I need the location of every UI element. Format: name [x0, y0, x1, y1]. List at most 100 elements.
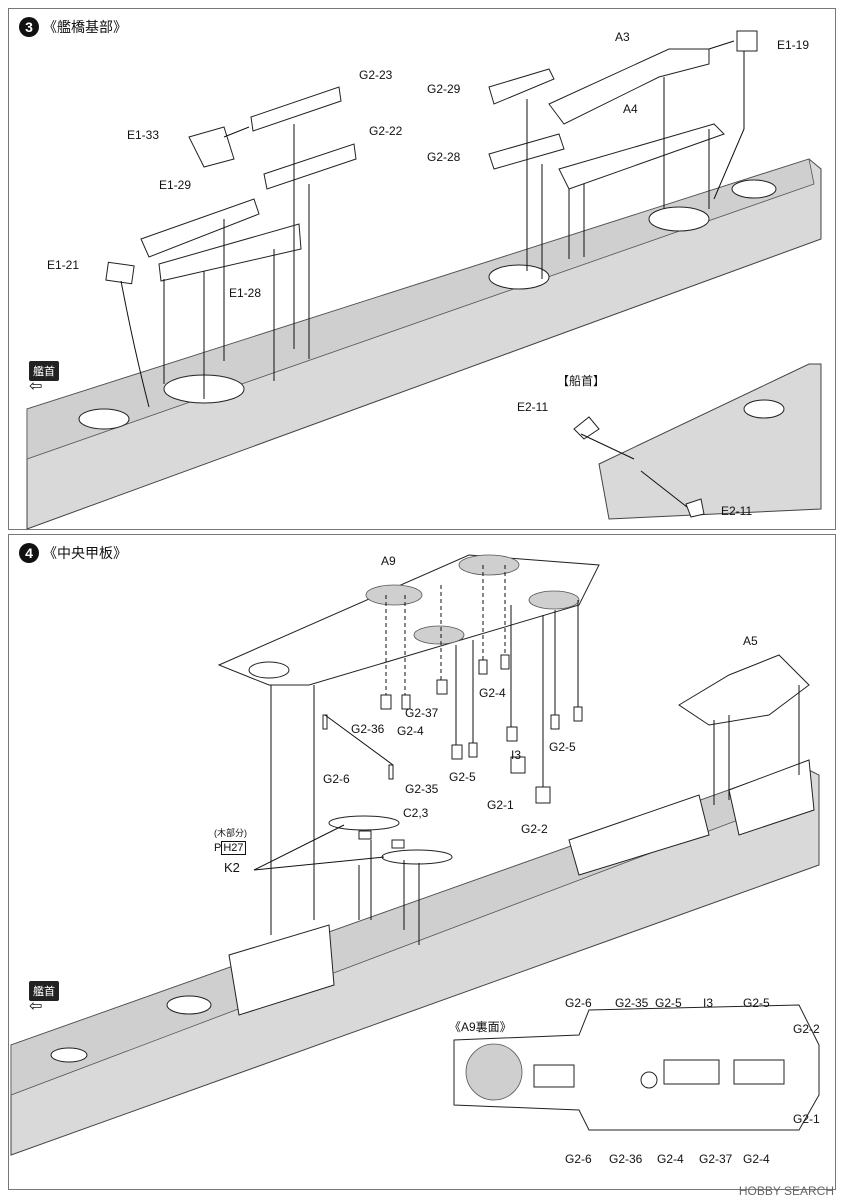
leader-k2-boat-1	[253, 824, 345, 871]
a9-underside-inset	[453, 1004, 820, 1131]
label-g2-23: G2-23	[359, 68, 393, 82]
label-e2-11-top: E2-11	[517, 400, 549, 414]
inset-label-top-0: G2-6	[565, 996, 592, 1010]
label-g2-4a: G2-4	[397, 724, 424, 738]
bridge-base-opening-2	[488, 264, 550, 290]
label-k2: K2	[224, 860, 240, 875]
inset-label-top-1: G2-35	[615, 996, 649, 1010]
inset-round-1	[465, 1043, 523, 1101]
step-4-drawing	[10, 554, 820, 1156]
part-g2-36	[380, 694, 392, 710]
a9-round-4	[528, 590, 580, 610]
inset-rect-1	[533, 1064, 575, 1088]
part-a3	[548, 48, 710, 125]
label-g2-5a: G2-5	[549, 740, 576, 754]
part-e1-21	[105, 261, 135, 285]
deck-superstructure-base	[228, 924, 335, 1016]
arrow-g2-6	[324, 714, 394, 766]
part-g2-2	[535, 786, 551, 804]
label-g2-22: G2-22	[369, 124, 403, 138]
part-c2-3-a	[358, 830, 372, 840]
part-a9-deck-plate	[217, 554, 600, 686]
inset-label-bottom-1: G2-36	[609, 1152, 643, 1166]
inset-label-top-2: G2-5	[655, 996, 682, 1010]
watermark: HOBBY SEARCH	[738, 1184, 834, 1198]
label-e1-29: E1-29	[159, 178, 192, 192]
part-g2-22	[263, 143, 357, 190]
step-4-panel: 4 《中央甲板》 艦首 ⇦ A9 A5 G2-36 G2-37 G2-4 G2-…	[8, 534, 836, 1190]
a9-round-1	[365, 584, 423, 606]
part-a5	[678, 654, 810, 726]
step-4-title: 4 《中央甲板》	[19, 543, 127, 563]
label-a3: A3	[615, 30, 630, 44]
part-k2-boat-1	[328, 815, 400, 831]
arrow-e1-19	[713, 51, 745, 200]
label-g2-5b: G2-5	[449, 770, 476, 784]
step-4-heading: 《中央甲板》	[43, 545, 127, 561]
part-e2-11-pair	[573, 416, 600, 440]
part-g2-1	[510, 756, 526, 774]
part-g2-23	[250, 86, 342, 132]
inset-label-right-top: G2-2	[793, 1022, 820, 1036]
label-e1-21: E1-21	[47, 258, 80, 272]
turret-ring-b	[731, 179, 777, 199]
inset-rect-3	[733, 1059, 785, 1085]
label-g2-29: G2-29	[427, 82, 461, 96]
inset-label-top-3: I3	[703, 996, 714, 1010]
part-g2-6-a	[322, 714, 328, 730]
wood-part-note: (木部分)	[214, 828, 247, 838]
paint-ref-text: H27	[221, 841, 246, 855]
bow-arrow-icon-4: ⇦	[29, 998, 43, 1015]
step-3-number: 3	[19, 17, 39, 37]
part-g2-5-c	[468, 742, 478, 758]
ship-deck-3	[26, 158, 815, 460]
part-a4	[558, 123, 725, 190]
part-c2-3-b	[391, 839, 405, 849]
bridge-base-opening-3	[648, 206, 710, 232]
part-g2-29	[488, 68, 555, 105]
deck-a5-base	[728, 759, 815, 836]
a9-underside-title: 《A9裏面》	[449, 1020, 512, 1034]
part-g2-5-a	[550, 714, 560, 730]
inset-rect-2	[663, 1059, 720, 1085]
label-g2-2: G2-2	[521, 822, 548, 836]
bow-inset-turret	[743, 399, 785, 419]
part-g2-4-a	[478, 659, 488, 675]
part-i3	[506, 726, 518, 742]
label-g2-1: G2-1	[487, 798, 514, 812]
deck-center-block	[568, 794, 710, 876]
label-g2-6: G2-6	[323, 772, 350, 786]
label-g2-37: G2-37	[405, 706, 439, 720]
part-g2-4-left	[436, 679, 448, 695]
inset-label-bottom-3: G2-37	[699, 1152, 733, 1166]
label-a5: A5	[743, 634, 758, 648]
part-g2-37	[401, 694, 411, 710]
inset-label-bottom-4: G2-4	[743, 1152, 770, 1166]
arrow-e1-19-to-a3	[708, 40, 735, 50]
label-i3: I3	[511, 748, 522, 762]
label-a9: A9	[381, 554, 396, 568]
step-3-panel: 3 《艦橋基部》 艦首 ⇦ G2-23 E1-33 G2-22 E1-29 E1…	[8, 8, 836, 530]
label-g2-4b: G2-4	[479, 686, 506, 700]
bow-inset-title: 【船首】	[557, 374, 606, 388]
step-4-number: 4	[19, 543, 39, 563]
arrow-e2-11-top	[580, 433, 635, 460]
inset-label-bottom-0: G2-6	[565, 1152, 592, 1166]
part-g2-5-b	[573, 706, 583, 722]
step-3-drawing	[26, 30, 822, 530]
turret-ring-c	[166, 995, 212, 1015]
part-g2-6-b	[388, 764, 394, 780]
inset-label-bottom-2: G2-4	[657, 1152, 684, 1166]
label-g2-28: G2-28	[427, 150, 461, 164]
label-a4: A4	[623, 102, 638, 116]
leader-k2-boat-2	[253, 856, 385, 871]
a9-round-2	[458, 554, 520, 576]
part-e1-29	[140, 198, 260, 258]
bow-direction-tag-3: 艦首	[29, 361, 59, 381]
arrow-e1-33	[223, 126, 250, 138]
arrow-e1-21	[120, 280, 150, 408]
part-k2-boat-2	[381, 849, 453, 865]
a9-round-5	[248, 661, 290, 679]
bow-arrow-icon-3: ⇦	[29, 378, 43, 395]
